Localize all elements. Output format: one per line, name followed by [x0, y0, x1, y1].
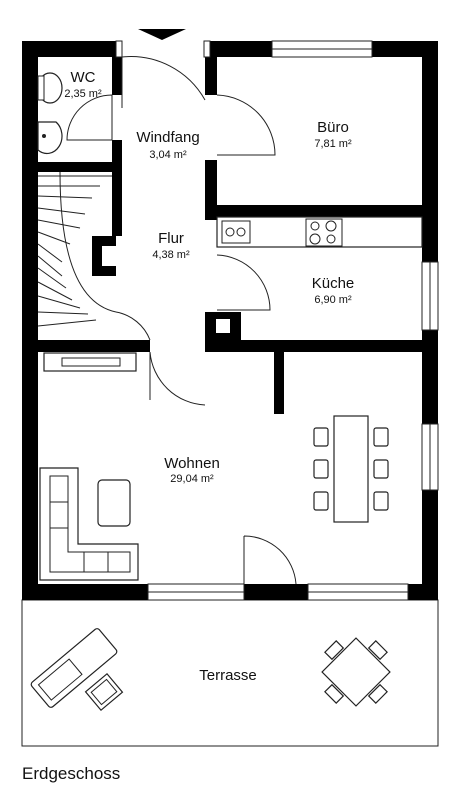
dining-table — [333, 415, 369, 523]
room-area-windfang: 3,04 m² — [149, 149, 187, 161]
room-area-kueche: 6,90 m² — [314, 294, 352, 306]
kitchen-counter — [216, 216, 423, 248]
terrace-furniture — [30, 628, 391, 712]
staircase — [37, 171, 117, 327]
room-name-kueche: Küche — [312, 275, 355, 292]
room-name-flur: Flur — [158, 230, 184, 247]
chimney — [214, 317, 232, 335]
sink-icon — [37, 121, 63, 155]
sun-lounger — [30, 628, 118, 708]
living-furniture — [39, 352, 389, 581]
room-area-wc: 2,35 m² — [64, 88, 102, 100]
terrace-table — [321, 637, 391, 707]
wc-fixtures — [37, 72, 63, 155]
floor-caption: Erdgeschoss — [22, 764, 121, 783]
room-name-wohnen: Wohnen — [164, 455, 220, 472]
room-area-wohnen: 29,04 m² — [170, 473, 214, 485]
room-area-flur: 4,38 m² — [152, 249, 190, 261]
doors — [66, 56, 297, 585]
room-name-buero: Büro — [317, 119, 349, 136]
dining-chairs — [313, 427, 389, 511]
entrance-arrow-icon — [138, 29, 186, 40]
inner-walls — [38, 57, 422, 414]
room-name-windfang: Windfang — [136, 129, 199, 146]
room-name-wc: WC — [71, 69, 96, 86]
footstool — [84, 672, 124, 712]
coffee-table — [97, 479, 131, 527]
room-labels: WC 2,35 m² Windfang 3,04 m² Büro 7,81 m²… — [64, 69, 354, 684]
room-area-buero: 7,81 m² — [314, 138, 352, 150]
room-name-terrasse: Terrasse — [199, 667, 257, 684]
windows — [115, 40, 439, 601]
